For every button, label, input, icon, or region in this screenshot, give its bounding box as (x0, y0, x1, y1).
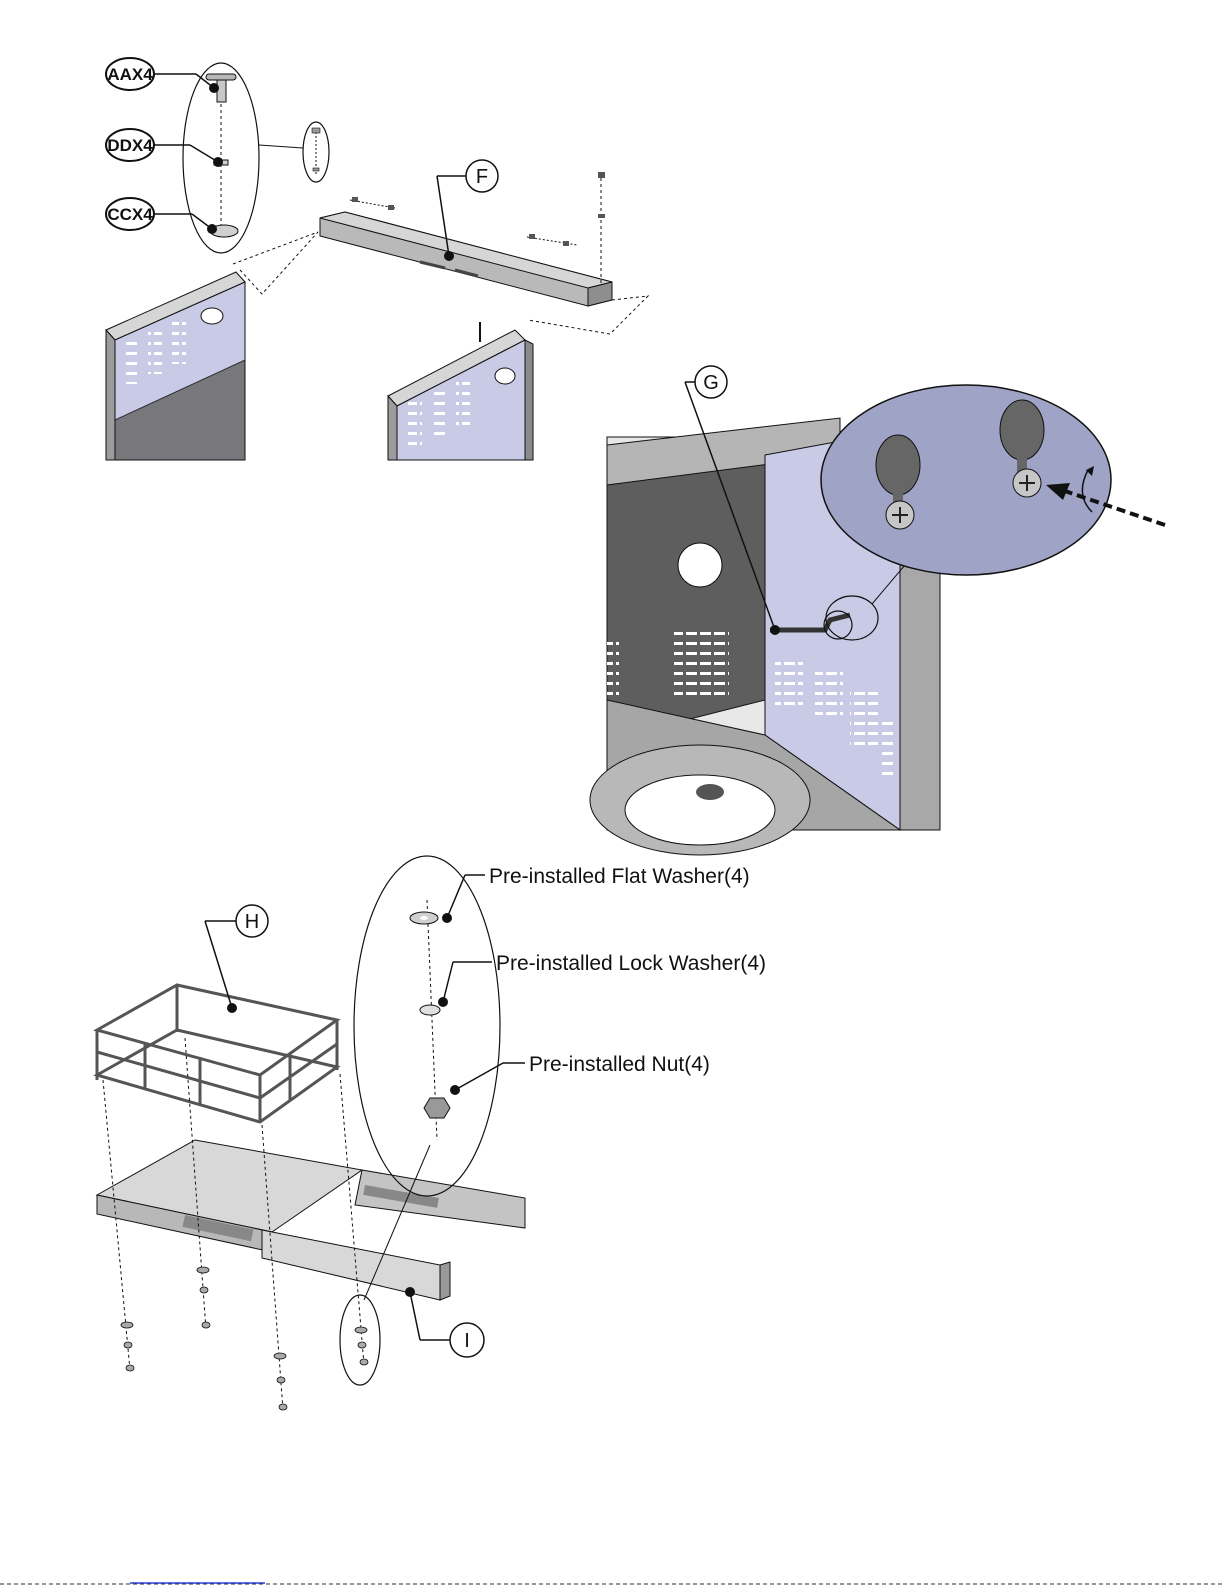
svg-text:Pre-installed Nut(4): Pre-installed Nut(4) (529, 1053, 710, 1076)
svg-text:F: F (476, 166, 488, 188)
svg-text:I: I (464, 1330, 470, 1352)
figure-1-crossbar-assembly: AAX4 DDX4 CCX4 (106, 58, 648, 460)
nut-icon (424, 1098, 450, 1118)
hardware-label-dd: DDX4 (106, 129, 223, 167)
figure-2-bracket-detail: G (590, 366, 1165, 855)
svg-text:G: G (703, 372, 719, 394)
left-side-panel (106, 272, 245, 460)
wire-basket-h (97, 985, 337, 1122)
svg-text:AAX4: AAX4 (107, 65, 153, 84)
preinstalled-hardware-oval (354, 856, 500, 1300)
figure-3-drawer-assembly: H (97, 856, 766, 1410)
callout-nut: Pre-installed Nut(4) (450, 1053, 710, 1095)
small-bottom-oval (340, 1295, 380, 1385)
callout-lock-washer: Pre-installed Lock Washer(4) (438, 952, 766, 1007)
right-side-panel (388, 322, 533, 460)
drawer-slide-i (97, 1140, 525, 1300)
crossbar-f (320, 212, 612, 306)
svg-text:CCX4: CCX4 (107, 205, 153, 224)
svg-text:DDX4: DDX4 (107, 136, 153, 155)
svg-text:H: H (245, 911, 259, 933)
hardware-label-cc: CCX4 (106, 198, 217, 234)
callout-flat-washer: Pre-installed Flat Washer(4) (442, 865, 750, 923)
lock-washer-icon (420, 1005, 440, 1015)
svg-text:Pre-installed Flat Washer(4): Pre-installed Flat Washer(4) (489, 865, 750, 888)
svg-text:Pre-installed Lock Washer(4): Pre-installed Lock Washer(4) (496, 952, 766, 975)
keyhole-zoom-detail (821, 385, 1111, 575)
back-panel-hole (678, 543, 722, 587)
